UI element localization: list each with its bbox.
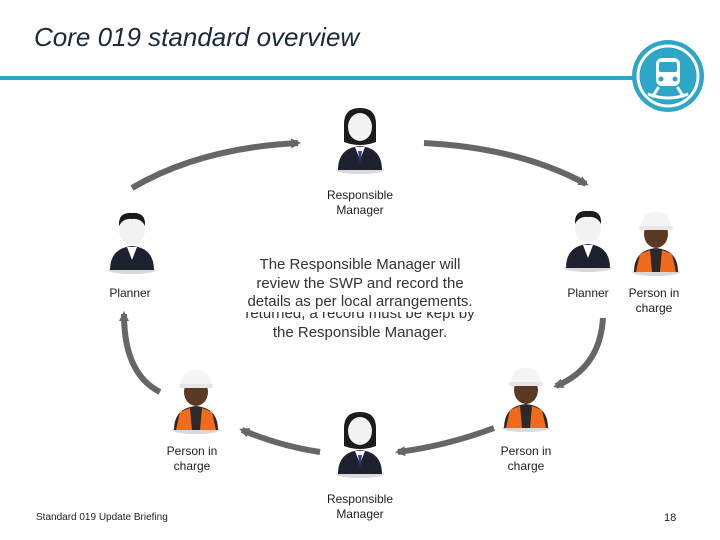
center-text-line: the Responsible Manager. (272, 323, 448, 341)
role-label-pic-right: Person in charge (628, 286, 680, 315)
role-label-pic-bottom-left: Person in charge (166, 444, 218, 473)
worker-hardhat-icon (632, 212, 680, 276)
worker-hardhat-icon (172, 370, 220, 434)
arrow-pic-to-planner (119, 311, 162, 395)
arrow-pic-to-rm (395, 425, 496, 457)
footer-text: Standard 019 Update Briefing (36, 512, 168, 523)
train-icon (632, 40, 704, 112)
role-label-pic-bottom-right: Person in charge (500, 444, 552, 473)
role-label-planner-left: Planner (109, 286, 151, 300)
planner-icon (108, 212, 156, 274)
center-text-line: details as per local arrangements. (247, 293, 473, 310)
center-description: The Responsible Manager will review the … (230, 256, 490, 342)
center-text-line: review the SWP and record the (256, 274, 464, 292)
center-text-line-partial: returned, a record must be kept by (245, 311, 475, 322)
title-divider (0, 76, 668, 80)
page-number: 18 (664, 512, 677, 524)
worker-hardhat-icon (502, 368, 550, 432)
role-label-rm-top: Responsible Manager (326, 188, 394, 217)
arrow-rm-to-planner (423, 140, 589, 187)
responsible-manager-icon (336, 412, 384, 478)
planner-icon (564, 210, 612, 272)
slide-title: Core 019 standard overview (34, 22, 360, 52)
role-label-planner-right: Planner (567, 286, 609, 300)
center-text-line: The Responsible Manager will (259, 256, 461, 273)
role-label-rm-bottom: Responsible Manager (326, 492, 394, 521)
responsible-manager-icon (336, 108, 384, 174)
arrow-rm-to-pic (239, 427, 321, 455)
arrow-planner-to-pic (553, 317, 606, 389)
arrow-planner-to-rm (130, 138, 301, 191)
